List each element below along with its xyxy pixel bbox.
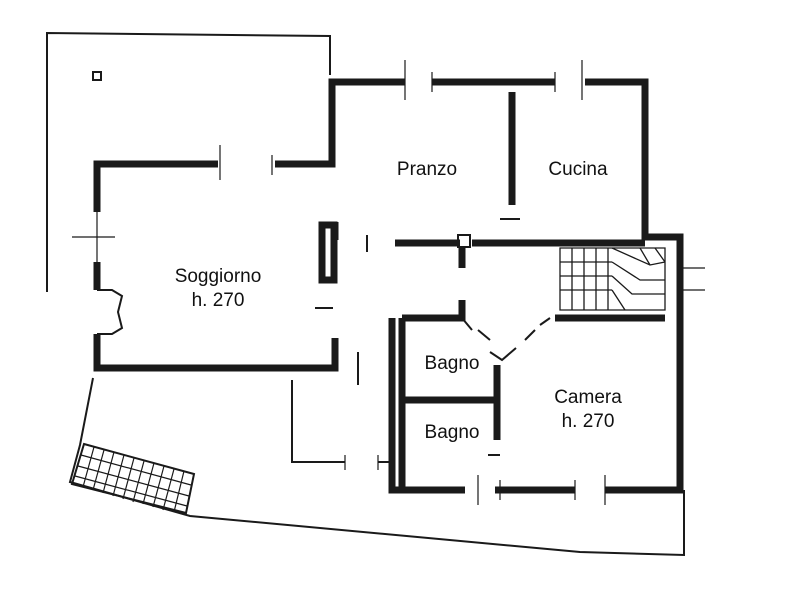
window-marks (72, 60, 705, 505)
lower-corridor-lines (291, 352, 392, 463)
room-label-pranzo: Pranzo (372, 158, 482, 182)
terrace-post (92, 71, 102, 81)
room-height: h. 270 (561, 411, 615, 432)
room-label-camera: Camera h. 270 (528, 386, 648, 434)
room-name: Bagno (424, 422, 480, 443)
room-height: h. 270 (191, 290, 245, 311)
soggiorno-pillar (318, 221, 338, 284)
interior-stair (559, 247, 666, 311)
room-name: Camera (554, 387, 622, 408)
room-label-cucina: Cucina (523, 158, 633, 182)
room-label-bagno-2: Bagno (404, 421, 500, 445)
room-label-soggiorno: Soggiorno h. 270 (148, 265, 288, 313)
room-name: Bagno (424, 353, 480, 374)
garden-outline (68, 377, 685, 557)
room-name: Pranzo (396, 159, 458, 180)
exterior-stair (70, 442, 196, 515)
interior-walls (315, 92, 665, 490)
terrace-outline (46, 31, 331, 292)
room-label-bagno-1: Bagno (404, 352, 500, 376)
room-name: Cucina (548, 159, 608, 180)
room-name: Soggiorno (174, 266, 262, 287)
